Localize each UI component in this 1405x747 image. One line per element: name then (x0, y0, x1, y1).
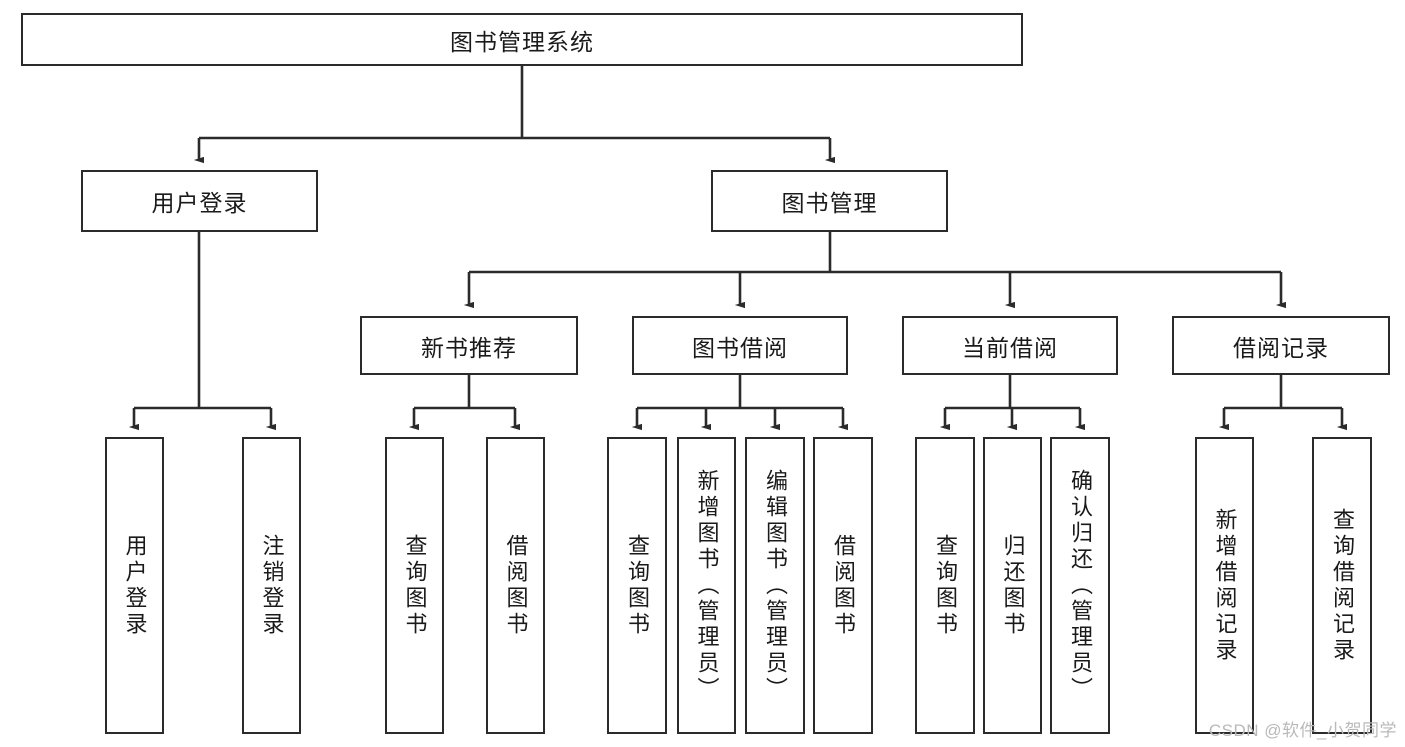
node-label: 借阅记录 (1233, 334, 1329, 361)
node-leaf-recommend-query-book[interactable]: 查询图书 (385, 437, 444, 734)
node-root-book-management-system[interactable]: 图书管理系统 (21, 13, 1023, 66)
node-book-management[interactable]: 图书管理 (711, 170, 948, 232)
node-label: 图书管理 (781, 190, 878, 216)
watermark-text: CSDN @软件_小贺同学 (1208, 721, 1397, 740)
node-label: 查询图书 (625, 533, 650, 638)
node-label: 注销登录 (259, 533, 285, 638)
node-label: 当前借阅 (962, 334, 1058, 361)
node-label: 编辑图书（管理员） (763, 468, 788, 703)
node-label: 新书推荐 (421, 334, 517, 361)
node-label: 查询借阅记录 (1330, 507, 1355, 664)
node-label: 归还图书 (1000, 533, 1026, 638)
node-leaf-record-query-borrow-record[interactable]: 查询借阅记录 (1312, 437, 1372, 734)
node-user-login[interactable]: 用户登录 (81, 170, 318, 232)
node-label: 图书借阅 (692, 334, 788, 361)
node-label: 用户登录 (151, 190, 248, 216)
node-leaf-recommend-borrow-book[interactable]: 借阅图书 (486, 437, 545, 734)
node-leaf-borrow-add-book-admin[interactable]: 新增图书（管理员） (677, 437, 736, 734)
node-label: 用户登录 (122, 533, 148, 638)
node-leaf-record-add-borrow-record[interactable]: 新增借阅记录 (1195, 437, 1254, 734)
node-label: 新增图书（管理员） (694, 468, 720, 703)
node-label: 新增借阅记录 (1212, 507, 1238, 664)
node-label: 借阅图书 (503, 533, 529, 638)
node-leaf-borrow-borrow-book[interactable]: 借阅图书 (813, 437, 873, 734)
node-leaf-current-return-book[interactable]: 归还图书 (983, 437, 1042, 734)
node-leaf-user-logout[interactable]: 注销登录 (242, 437, 301, 734)
node-label: 图书管理系统 (450, 28, 594, 55)
node-label: 借阅图书 (831, 533, 856, 638)
node-book-borrow[interactable]: 图书借阅 (632, 316, 848, 375)
node-leaf-borrow-edit-book-admin[interactable]: 编辑图书（管理员） (745, 437, 805, 734)
node-borrow-record[interactable]: 借阅记录 (1172, 316, 1390, 375)
node-label: 确认归还（管理员） (1068, 468, 1093, 703)
node-leaf-user-login[interactable]: 用户登录 (105, 437, 164, 734)
node-leaf-current-query-book[interactable]: 查询图书 (915, 437, 975, 734)
node-label: 查询图书 (933, 533, 958, 638)
node-leaf-borrow-query-book[interactable]: 查询图书 (607, 437, 667, 734)
node-label: 查询图书 (402, 533, 428, 638)
node-current-borrow[interactable]: 当前借阅 (902, 316, 1118, 375)
node-new-book-recommend[interactable]: 新书推荐 (360, 316, 578, 375)
node-leaf-current-confirm-return-admin[interactable]: 确认归还（管理员） (1050, 437, 1110, 734)
